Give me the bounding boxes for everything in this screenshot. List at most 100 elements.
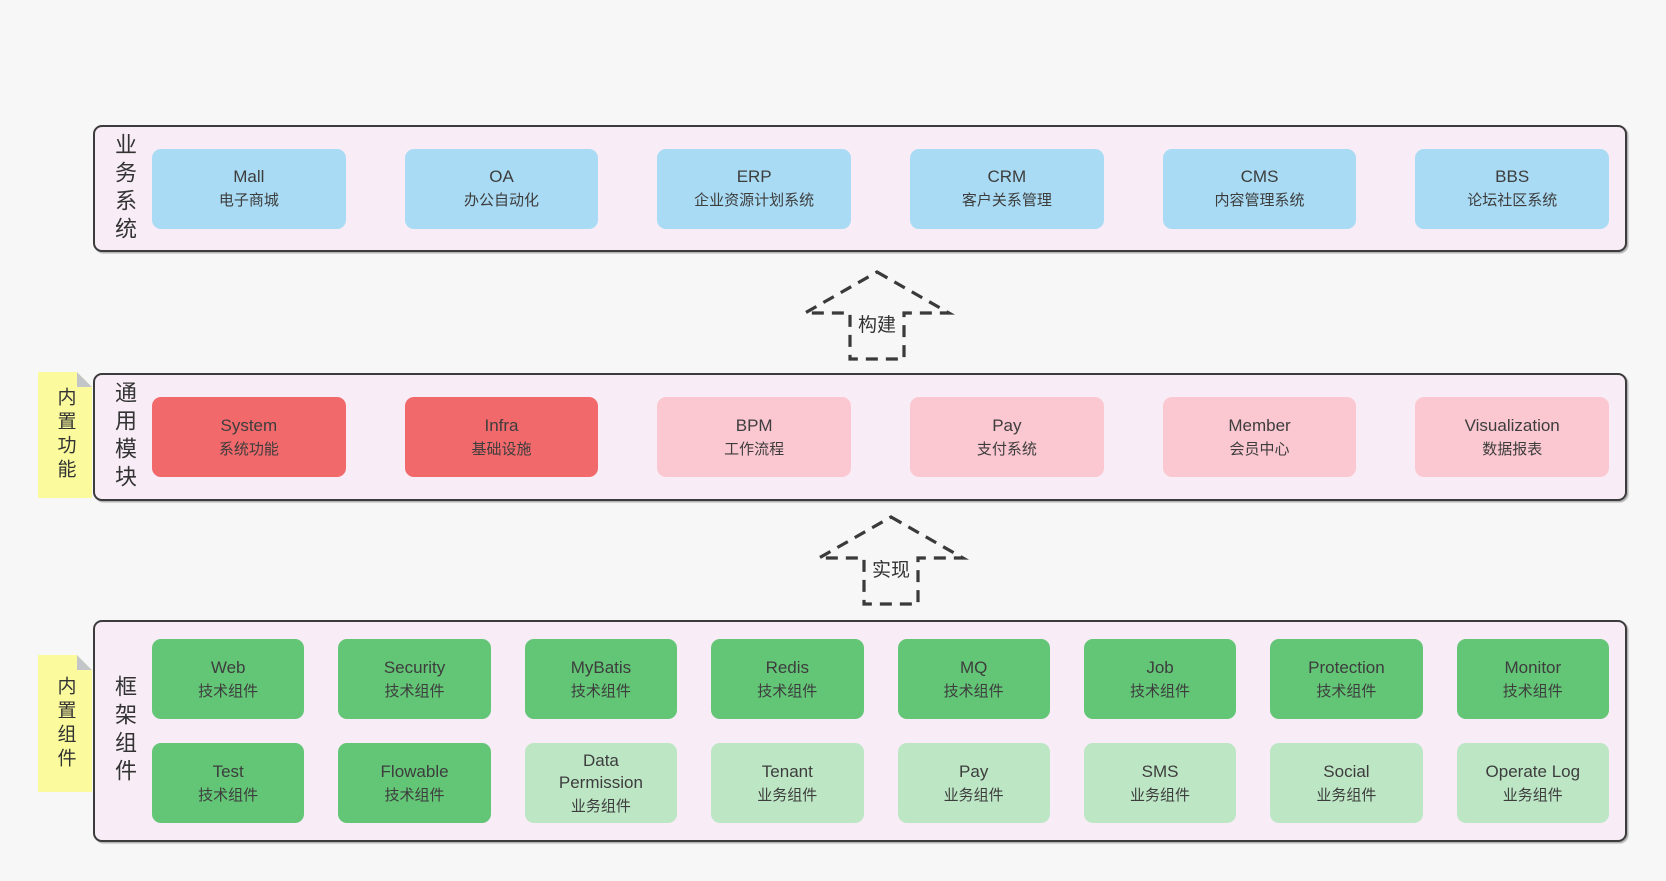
sticky-note-common-modules: 内置功能 bbox=[38, 372, 92, 498]
box-title: OA bbox=[489, 167, 514, 187]
box-protection: Protection 技术组件 bbox=[1270, 639, 1423, 719]
band-row: Web 技术组件 Security 技术组件 MyBatis 技术组件 Redi… bbox=[152, 639, 1609, 719]
box-cms: CMS 内容管理系统 bbox=[1162, 148, 1357, 229]
box-mybatis: MyBatis 技术组件 bbox=[524, 639, 678, 719]
box-visualization: Visualization 数据报表 bbox=[1415, 397, 1610, 477]
box-title: MQ bbox=[959, 657, 988, 677]
box-web: Web 技术组件 bbox=[152, 639, 305, 719]
box-subtitle: 技术组件 bbox=[570, 682, 631, 700]
box-subtitle: 技术组件 bbox=[943, 682, 1004, 700]
box-bbs: BBS 论坛社区系统 bbox=[1415, 148, 1610, 229]
band-row: Mall 电子商城 OA 办公自动化 ERP 企业资源计划系统 CRM 客户关系… bbox=[152, 148, 1610, 229]
box-subtitle: 论坛社区系统 bbox=[1467, 192, 1558, 210]
box-title: BBS bbox=[1495, 167, 1530, 187]
box-oa: OA 办公自动化 bbox=[404, 148, 599, 229]
box-title: Security bbox=[383, 657, 446, 677]
box-security: Security 技术组件 bbox=[338, 639, 491, 719]
sticky-label: 内置组件 bbox=[54, 675, 76, 772]
box-title: Pay bbox=[959, 761, 989, 781]
box-title: Operate Log bbox=[1485, 761, 1581, 781]
box-subtitle: 系统功能 bbox=[218, 440, 279, 458]
box-title: ERP bbox=[736, 167, 772, 187]
box-infra: Infra 基础设施 bbox=[404, 397, 599, 477]
box-pay: Pay 业务组件 bbox=[897, 743, 1050, 823]
box-subtitle: 支付系统 bbox=[976, 440, 1037, 458]
box-title: Flowable bbox=[380, 761, 449, 781]
band-label: 业务系统 bbox=[112, 132, 137, 245]
box-subtitle: 基础设施 bbox=[471, 440, 532, 458]
box-job: Job 技术组件 bbox=[1083, 639, 1237, 719]
box-mall: Mall 电子商城 bbox=[152, 148, 346, 229]
box-data-permission: Data Permission 业务组件 bbox=[524, 743, 678, 823]
box-subtitle: 技术组件 bbox=[384, 786, 445, 804]
band-rows: Mall 电子商城 OA 办公自动化 ERP 企业资源计划系统 CRM 客户关系… bbox=[152, 127, 1610, 250]
box-subtitle: 技术组件 bbox=[384, 682, 445, 700]
arrow-label: 构建 bbox=[854, 310, 900, 337]
band-framework-components: 框架组件 Web 技术组件 Security 技术组件 MyBatis 技术组件… bbox=[93, 620, 1627, 842]
box-redis: Redis 技术组件 bbox=[711, 639, 864, 719]
up-arrow-build: 构建 bbox=[797, 268, 957, 363]
up-arrow-implement: 实现 bbox=[811, 513, 971, 608]
box-member: Member 会员中心 bbox=[1162, 397, 1357, 477]
box-title: Test bbox=[212, 761, 244, 781]
box-subtitle: 内容管理系统 bbox=[1214, 192, 1305, 210]
box-subtitle: 技术组件 bbox=[1502, 682, 1563, 700]
box-system: System 系统功能 bbox=[152, 397, 346, 477]
sticky-label: 内置功能 bbox=[54, 387, 76, 483]
box-test: Test 技术组件 bbox=[152, 743, 305, 823]
box-title: BPM bbox=[735, 415, 773, 435]
box-title: CMS bbox=[1240, 167, 1279, 187]
box-subtitle: 办公自动化 bbox=[464, 192, 540, 210]
box-subtitle: 企业资源计划系统 bbox=[694, 192, 815, 210]
box-subtitle: 技术组件 bbox=[198, 786, 259, 804]
box-subtitle: 技术组件 bbox=[198, 682, 259, 700]
box-subtitle: 业务组件 bbox=[1502, 786, 1563, 804]
box-title: Pay bbox=[992, 415, 1022, 435]
box-subtitle: 技术组件 bbox=[1316, 682, 1377, 700]
box-flowable: Flowable 技术组件 bbox=[338, 743, 491, 823]
band-rows: Web 技术组件 Security 技术组件 MyBatis 技术组件 Redi… bbox=[152, 622, 1609, 840]
box-subtitle: 工作流程 bbox=[724, 440, 785, 458]
box-title: Job bbox=[1146, 657, 1174, 677]
band-row: System 系统功能 Infra 基础设施 BPM 工作流程 Pay 支付系统… bbox=[152, 397, 1610, 477]
box-sms: SMS 业务组件 bbox=[1083, 743, 1237, 823]
box-title: System bbox=[220, 415, 278, 435]
box-subtitle: 会员中心 bbox=[1229, 440, 1290, 458]
box-subtitle: 数据报表 bbox=[1482, 440, 1543, 458]
box-subtitle: 客户关系管理 bbox=[961, 192, 1052, 210]
box-title: SMS bbox=[1141, 761, 1179, 781]
box-tenant: Tenant 业务组件 bbox=[711, 743, 864, 823]
box-title: Web bbox=[210, 657, 246, 677]
box-crm: CRM 客户关系管理 bbox=[910, 148, 1104, 229]
box-title: CRM bbox=[987, 167, 1027, 187]
arrow-label: 实现 bbox=[868, 555, 914, 582]
box-title: Protection bbox=[1308, 657, 1385, 677]
box-social: Social 业务组件 bbox=[1270, 743, 1423, 823]
band-business-systems: 业务系统 Mall 电子商城 OA 办公自动化 ERP 企业资源计划系统 CRM… bbox=[93, 125, 1627, 252]
box-operate-log: Operate Log 业务组件 bbox=[1456, 743, 1609, 823]
box-title: Tenant bbox=[761, 761, 813, 781]
dashed-up-arrow-icon bbox=[798, 270, 956, 361]
box-title: Mall bbox=[233, 167, 265, 187]
box-subtitle: 业务组件 bbox=[943, 786, 1004, 804]
box-title: Monitor bbox=[1504, 657, 1562, 677]
box-title: Visualization bbox=[1464, 415, 1560, 435]
box-subtitle: 技术组件 bbox=[757, 682, 818, 700]
band-label: 通用模块 bbox=[112, 381, 137, 493]
box-subtitle: 电子商城 bbox=[218, 192, 279, 210]
dashed-up-arrow-icon bbox=[812, 515, 970, 606]
box-mq: MQ 技术组件 bbox=[897, 639, 1050, 719]
box-monitor: Monitor 技术组件 bbox=[1456, 639, 1609, 719]
box-bpm: BPM 工作流程 bbox=[657, 397, 852, 477]
box-title: Redis bbox=[765, 657, 810, 677]
band-rows: System 系统功能 Infra 基础设施 BPM 工作流程 Pay 支付系统… bbox=[152, 375, 1610, 499]
box-subtitle: 业务组件 bbox=[1130, 786, 1191, 804]
band-common-modules: 通用模块 System 系统功能 Infra 基础设施 BPM 工作流程 Pay… bbox=[93, 373, 1627, 501]
box-erp: ERP 企业资源计划系统 bbox=[657, 148, 852, 229]
box-title: MyBatis bbox=[570, 657, 632, 677]
band-row: Test 技术组件 Flowable 技术组件 Data Permission … bbox=[152, 743, 1609, 823]
box-title: Social bbox=[1323, 761, 1370, 781]
box-pay: Pay 支付系统 bbox=[910, 397, 1104, 477]
band-label: 框架组件 bbox=[112, 675, 137, 787]
